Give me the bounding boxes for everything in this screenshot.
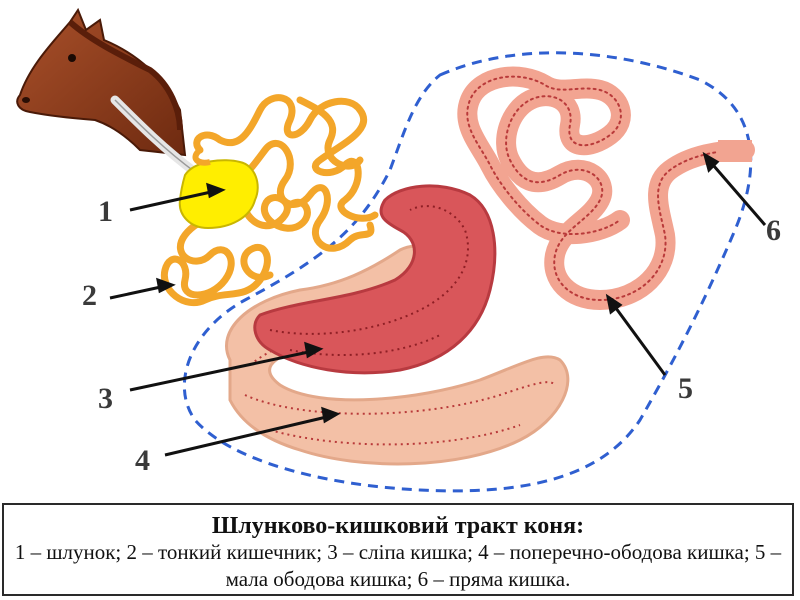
arrow-4-head <box>321 406 341 424</box>
arrow-5-head <box>605 293 623 315</box>
arrow-6-head <box>702 151 720 173</box>
label-1: 1 <box>98 195 113 228</box>
arrow-1-head <box>206 182 226 199</box>
arrow-4 <box>164 413 336 457</box>
arrow-3 <box>129 348 319 392</box>
horse-head-icon <box>16 7 187 157</box>
small-intestine <box>160 94 379 307</box>
arrow-5 <box>608 299 667 376</box>
pointer-arrows <box>109 151 767 457</box>
arrow-1 <box>129 188 221 212</box>
label-2: 2 <box>82 279 97 312</box>
cecum <box>253 184 497 375</box>
caption-box: Шлунково-кишковий тракт коня: 1 – шлунок… <box>2 503 794 596</box>
label-3: 3 <box>98 382 113 415</box>
arrow-2-head <box>156 277 176 294</box>
small-colon <box>457 66 755 310</box>
arrow-3-head <box>304 341 324 359</box>
caption-title: Шлунково-кишковий тракт коня: <box>211 513 585 539</box>
label-4: 4 <box>135 444 150 477</box>
arrow-6 <box>705 157 767 226</box>
label-5: 5 <box>678 372 693 405</box>
caption-legend: 1 – шлунок; 2 – тонкий кишечник; 3 – слі… <box>14 540 782 591</box>
label-6: 6 <box>766 214 781 247</box>
horse-digestive-tract-diagram: 1 2 3 4 5 6 <box>16 7 781 493</box>
